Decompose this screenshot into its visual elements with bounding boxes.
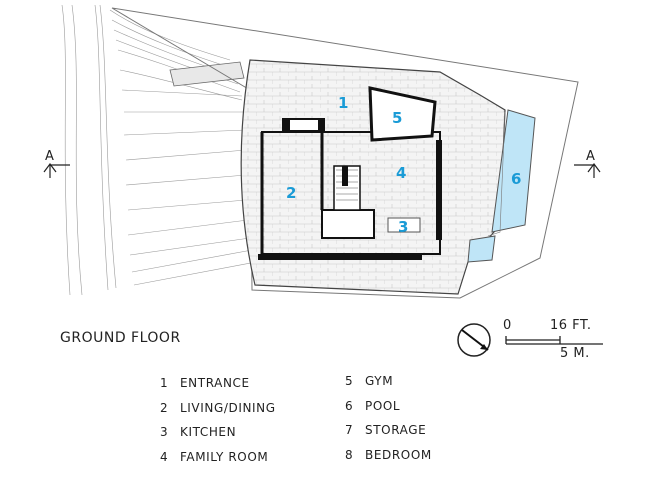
section-marker-right: A: [574, 149, 601, 178]
drawing-title: GROUND FLOOR: [60, 330, 181, 346]
room-number-6: 6: [511, 170, 521, 188]
scale-feet: 16 FT.: [550, 318, 592, 333]
room-number-3: 3: [398, 218, 408, 236]
north-arrow-icon: [457, 323, 491, 357]
gym-room: [368, 86, 437, 142]
section-label-left: A: [45, 149, 54, 164]
scale-bar: [457, 323, 603, 357]
section-marker-left: A: [43, 149, 70, 178]
pool: [467, 109, 536, 263]
scale-zero: 0: [503, 318, 512, 333]
room-number-4: 4: [396, 164, 406, 182]
room-number-5: 5: [392, 109, 402, 127]
site-contours: [61, 4, 257, 296]
building-walls: [258, 118, 442, 260]
scale-meters: 5 M.: [560, 346, 590, 361]
room-number-1: 1: [338, 94, 348, 112]
floor-plan-drawing: A A 1 5 2 4 3 6: [43, 4, 601, 299]
section-label-right: A: [586, 149, 595, 164]
room-number-2: 2: [286, 184, 296, 202]
